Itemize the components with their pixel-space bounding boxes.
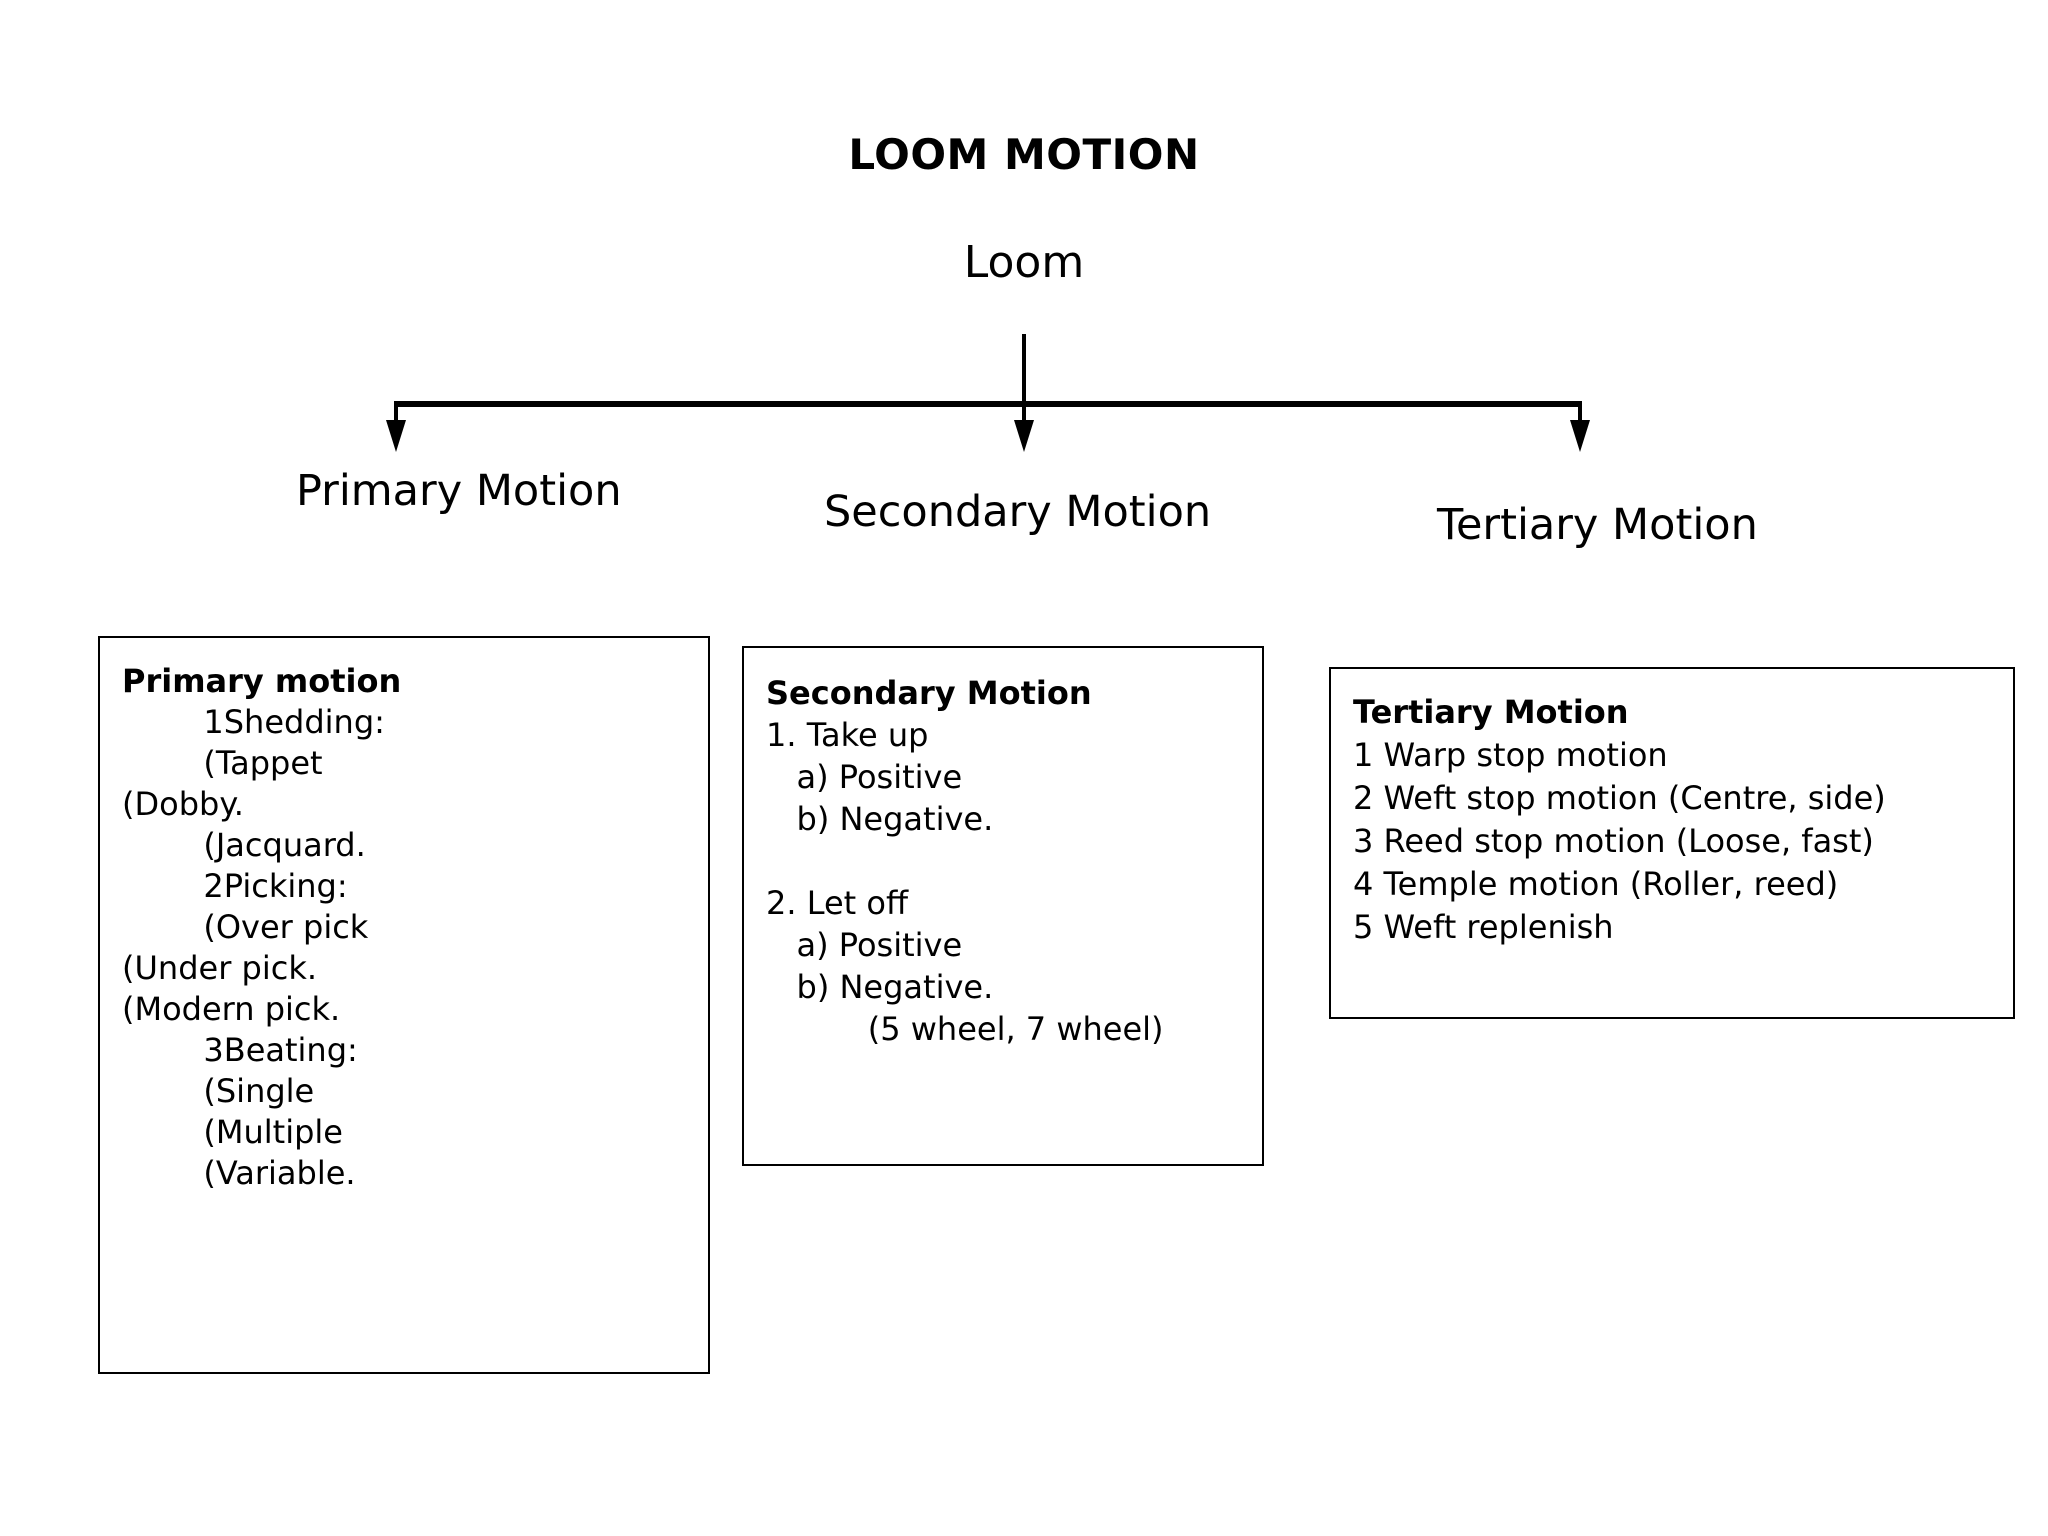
primary-motion-box-content: Primary motion 1Shedding: (Tappet (Dobby… xyxy=(100,638,708,1194)
root-node-loom: Loom xyxy=(963,237,1085,288)
primary-motion-heading: Primary motion xyxy=(122,662,402,700)
tertiary-motion-box: Tertiary Motion 1 Warp stop motion 2 Wef… xyxy=(1329,667,2015,1019)
primary-motion-line: (Dobby. xyxy=(122,785,244,823)
tertiary-motion-line: 2 Weft stop motion (Centre, side) xyxy=(1353,779,1886,817)
secondary-motion-box: Secondary Motion 1. Take up a) Positive … xyxy=(742,646,1264,1166)
primary-motion-line: (Modern pick. xyxy=(122,990,341,1028)
secondary-motion-line: 2. Let off xyxy=(766,884,908,922)
primary-motion-line: (Over pick xyxy=(122,908,369,946)
branch-label-secondary-motion: Secondary Motion xyxy=(824,487,1212,537)
primary-motion-line: (Tappet xyxy=(122,744,323,782)
branch-label-tertiary-motion: Tertiary Motion xyxy=(1437,500,1758,550)
primary-motion-box: Primary motion 1Shedding: (Tappet (Dobby… xyxy=(98,636,710,1374)
tertiary-motion-line: 4 Temple motion (Roller, reed) xyxy=(1353,865,1839,903)
primary-motion-line: (Jacquard. xyxy=(122,826,366,864)
primary-motion-line: 1Shedding: xyxy=(122,703,385,741)
tertiary-motion-heading: Tertiary Motion xyxy=(1353,693,1629,731)
tertiary-motion-line: 5 Weft replenish xyxy=(1353,908,1614,946)
secondary-motion-line-spacer xyxy=(766,840,1262,882)
tertiary-motion-line: 3 Reed stop motion (Loose, fast) xyxy=(1353,822,1874,860)
primary-motion-line: (Under pick. xyxy=(122,949,318,987)
tertiary-motion-line: 1 Warp stop motion xyxy=(1353,736,1668,774)
secondary-motion-heading: Secondary Motion xyxy=(766,674,1092,712)
page-title: LOOM MOTION xyxy=(848,130,1200,179)
secondary-motion-line: a) Positive xyxy=(766,926,963,964)
secondary-motion-line: 1. Take up xyxy=(766,716,929,754)
primary-motion-line: (Variable. xyxy=(122,1154,356,1192)
secondary-motion-line: (5 wheel, 7 wheel) xyxy=(766,1010,1164,1048)
primary-motion-line: (Multiple xyxy=(122,1113,343,1151)
primary-motion-line: (Single xyxy=(122,1072,315,1110)
branch-label-primary-motion: Primary Motion xyxy=(296,466,622,516)
secondary-motion-box-content: Secondary Motion 1. Take up a) Positive … xyxy=(744,648,1262,1050)
secondary-motion-line: a) Positive xyxy=(766,758,963,796)
tertiary-motion-box-content: Tertiary Motion 1 Warp stop motion 2 Wef… xyxy=(1331,669,2013,949)
primary-motion-line: 3Beating: xyxy=(122,1031,358,1069)
primary-motion-line: 2Picking: xyxy=(122,867,348,905)
secondary-motion-line: b) Negative. xyxy=(766,968,994,1006)
secondary-motion-line: b) Negative. xyxy=(766,800,994,838)
